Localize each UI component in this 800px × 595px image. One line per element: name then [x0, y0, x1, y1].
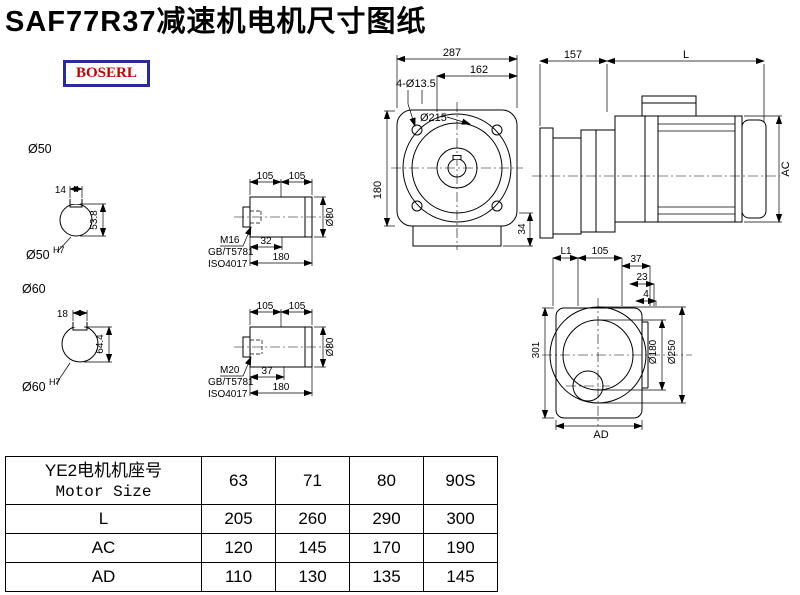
front-view: 287 162 4-Ø13.5 Ø215 180 34 [372, 47, 534, 250]
shaft1-standard1-label: GB/T5781 [208, 247, 254, 258]
shaft-section-50-view: Ø50 14 53.8 Ø50 H7 [26, 142, 107, 262]
cell-l-80: 290 [349, 504, 424, 534]
output-shaft-1-view: 105 105 32 180 Ø80 M16 GB/T5781 ISO4017 [208, 171, 336, 270]
header-cell-motor-size: YE2电机机座号 Motor Size [5, 456, 202, 505]
dim-front-overall-width: 287 [443, 47, 461, 59]
dim-front-height: 180 [372, 181, 384, 199]
cell-ac-90s: 190 [423, 533, 498, 563]
motor-size-table: YE2电机机座号 Motor Size 63 71 80 90S L 205 2… [5, 456, 498, 592]
dim-section-height-1: 53.8 [89, 210, 100, 230]
cell-l-71: 260 [275, 504, 350, 534]
dim-front-body-width: 162 [470, 64, 488, 76]
row-label-ac: AC [5, 533, 202, 563]
column-header-71: 71 [275, 456, 350, 505]
column-header-90s: 90S [423, 456, 498, 505]
table-header-row: YE2电机机座号 Motor Size 63 71 80 90S [5, 456, 498, 505]
cell-ac-71: 145 [275, 533, 350, 563]
dim-keyslot-width-2: 18 [57, 309, 69, 320]
dim-shaft1-dia: Ø80 [325, 207, 336, 226]
dim-shaft2-len1: 105 [257, 301, 274, 312]
dim-l1: L1 [560, 246, 572, 257]
shaft2-fit-label: Ø60 [22, 380, 46, 394]
shaft2-dia-label: Ø60 [22, 282, 46, 296]
dim-motor-length: L [683, 49, 689, 61]
dim-motor-height: AC [780, 161, 792, 176]
shaft1-dia-label: Ø50 [28, 142, 52, 156]
table-row-ad: AD 110 130 135 145 [5, 562, 498, 592]
output-flange-view: L1 105 37 23 4 301 Ø180 Ø250 [531, 246, 692, 441]
table-row-l: L 205 260 290 300 [5, 504, 498, 534]
page-title: SAF77R37减速机电机尺寸图纸 [5, 6, 427, 38]
dim-4: 4 [643, 289, 649, 300]
flange-dia-label: Ø215 [420, 112, 447, 124]
header-label-en: Motor Size [55, 482, 152, 501]
dim-output-width: AD [593, 429, 608, 441]
cell-ad-71: 130 [275, 562, 350, 592]
shaft1-fit-label: Ø50 [26, 248, 50, 262]
dim-shaft2-len2: 105 [289, 301, 306, 312]
dim-shaft1-keylen: 32 [260, 236, 272, 247]
dim-105: 105 [592, 246, 609, 257]
dim-shaft1-len1: 105 [257, 171, 274, 182]
header-label-cn: YE2电机机座号 [44, 460, 163, 480]
shaft2-standard1-label: GB/T5781 [208, 377, 254, 388]
dim-shaft2-dia: Ø80 [325, 337, 336, 356]
dim-37: 37 [630, 254, 642, 265]
cell-l-63: 205 [201, 504, 276, 534]
brand-logo: BOSERL [63, 60, 150, 87]
table-row-ac: AC 120 145 170 190 [5, 533, 498, 563]
side-view: 157 L AC [532, 49, 792, 239]
dim-pilot-dia: Ø180 [648, 339, 659, 364]
cell-ad-90s: 145 [423, 562, 498, 592]
dim-flange-dia: Ø250 [667, 339, 678, 364]
bolt-holes-label: 4-Ø13.5 [396, 78, 436, 90]
shaft2-thread-label: M20 [220, 365, 240, 376]
shaft2-standard2-label: ISO4017 [208, 389, 248, 400]
cell-ac-80: 170 [349, 533, 424, 563]
dim-shaft2-total: 180 [273, 382, 290, 393]
dim-section-height-2: 64.4 [95, 334, 106, 354]
dim-front-depth: 34 [517, 223, 528, 235]
dim-shaft2-keylen: 37 [261, 366, 273, 377]
shaft1-thread-label: M16 [220, 235, 240, 246]
dim-23: 23 [636, 272, 648, 283]
shaft1-standard2-label: ISO4017 [208, 259, 248, 270]
output-shaft-2-view: 105 105 37 180 Ø80 M20 GB/T5781 ISO4017 [208, 301, 336, 400]
dim-gear-length: 157 [564, 49, 582, 61]
dim-output-height: 301 [531, 341, 542, 358]
cell-ad-80: 135 [349, 562, 424, 592]
shaft2-fit-tolerance: H7 [49, 377, 61, 387]
dim-keyslot-width-1: 14 [55, 185, 67, 196]
shaft-section-60-view: Ø60 18 64.4 Ø60 H7 [22, 282, 113, 394]
row-label-l: L [5, 504, 202, 534]
column-header-80: 80 [349, 456, 424, 505]
cell-ad-63: 110 [201, 562, 276, 592]
dim-shaft1-len2: 105 [289, 171, 306, 182]
dim-shaft1-total: 180 [273, 252, 290, 263]
column-header-63: 63 [201, 456, 276, 505]
cell-ac-63: 120 [201, 533, 276, 563]
cell-l-90s: 300 [423, 504, 498, 534]
row-label-ad: AD [5, 562, 202, 592]
